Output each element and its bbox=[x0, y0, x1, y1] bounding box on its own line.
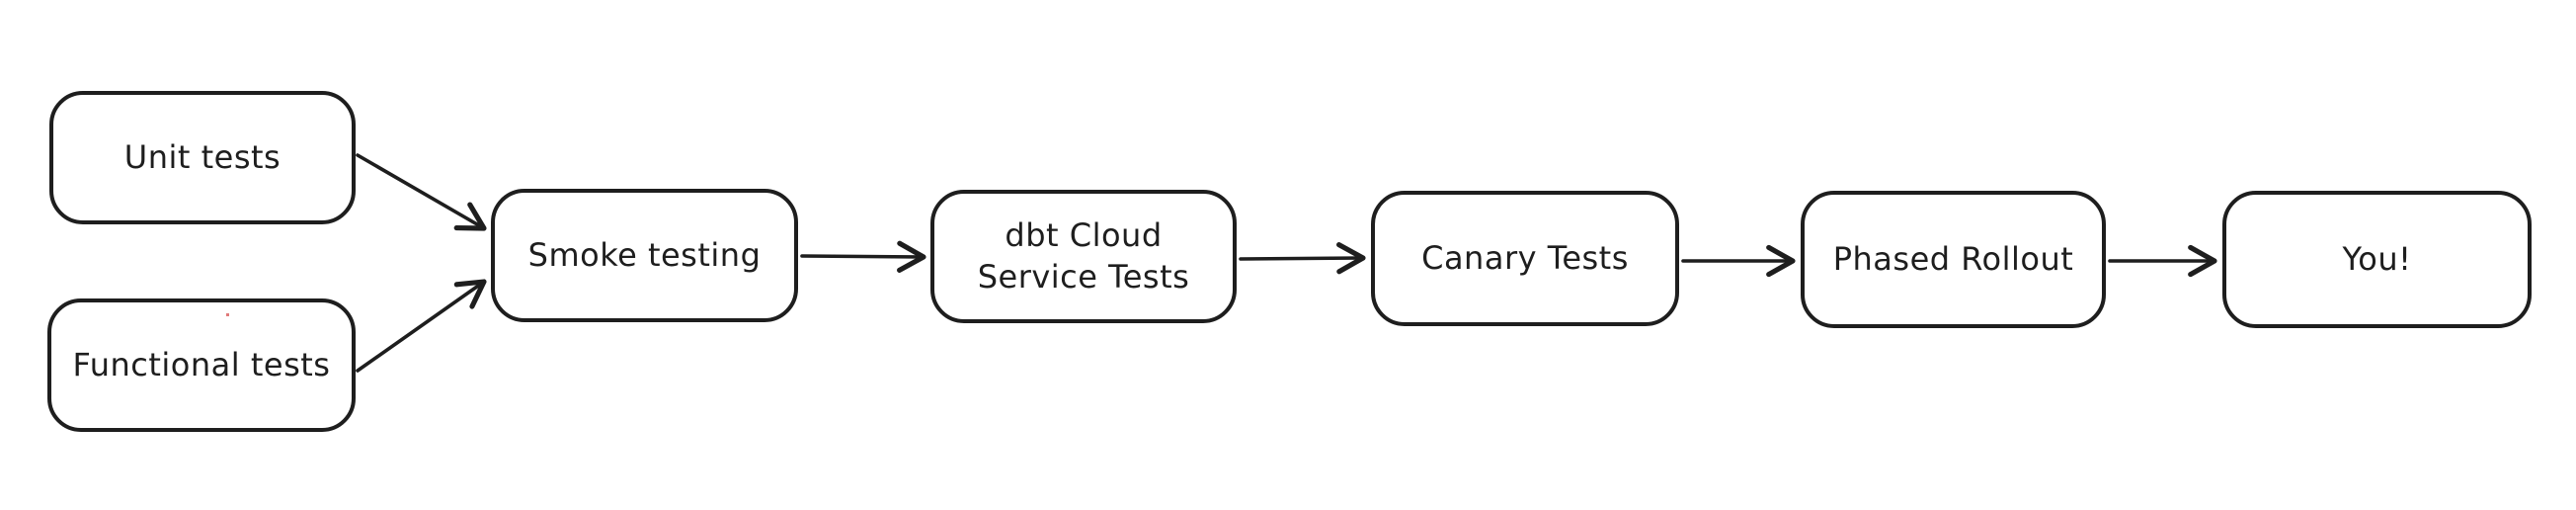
arrow-functional-tests-to-smoke-testing bbox=[356, 279, 487, 373]
node-functional-tests: Functional tests bbox=[47, 298, 356, 432]
node-dbt-cloud-service-tests: dbt Cloud Service Tests bbox=[930, 190, 1237, 323]
node-unit-tests: Unit tests bbox=[49, 91, 356, 224]
arrow-dbt-cloud-service-tests-to-canary-tests bbox=[1239, 242, 1366, 275]
node-you: You! bbox=[2222, 191, 2532, 328]
node-smoke-testing-label: Smoke testing bbox=[527, 235, 762, 274]
arrow-smoke-testing-to-dbt-cloud-service-tests bbox=[800, 240, 926, 273]
node-canary-tests-label: Canary Tests bbox=[1421, 238, 1629, 277]
node-dbt-cloud-service-tests-label: dbt Cloud Service Tests bbox=[977, 215, 1190, 296]
node-smoke-testing: Smoke testing bbox=[491, 189, 798, 322]
node-unit-tests-label: Unit tests bbox=[123, 137, 282, 176]
node-phased-rollout: Phased Rollout bbox=[1801, 191, 2106, 328]
node-canary-tests: Canary Tests bbox=[1371, 191, 1679, 326]
node-you-label: You! bbox=[2342, 239, 2412, 278]
red-pixel-artifact bbox=[226, 313, 229, 316]
arrow-unit-tests-to-smoke-testing bbox=[356, 153, 487, 231]
node-phased-rollout-label: Phased Rollout bbox=[1832, 239, 2074, 278]
node-functional-tests-label: Functional tests bbox=[72, 345, 331, 383]
